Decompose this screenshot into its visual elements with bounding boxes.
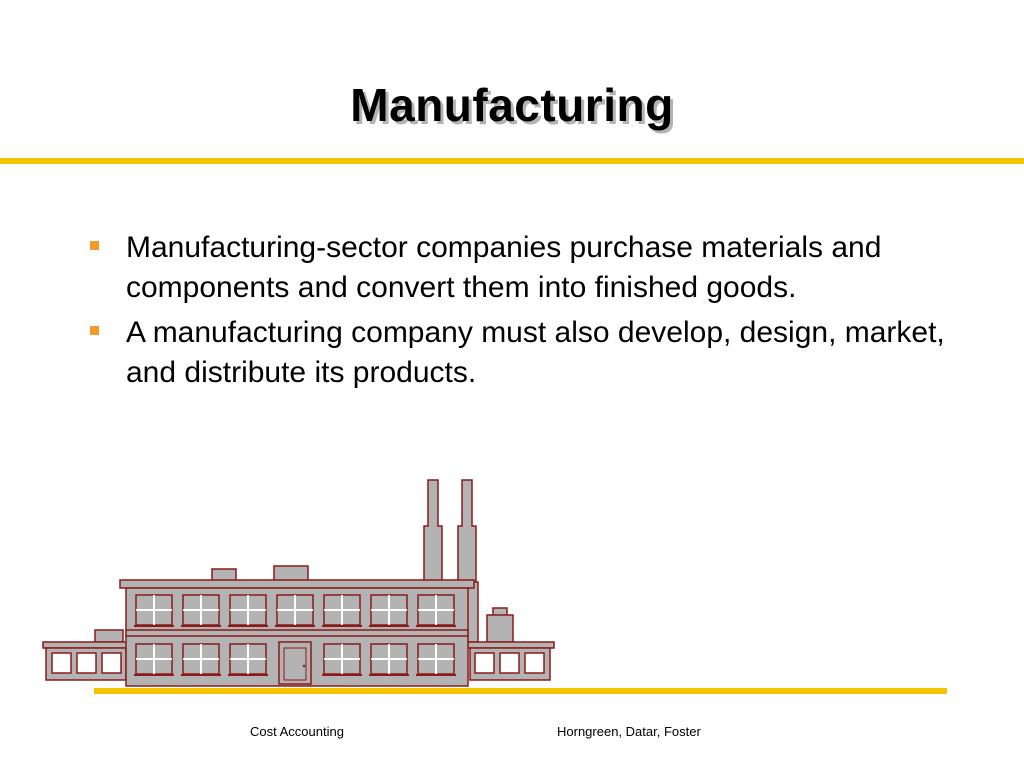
bullet-list: Manufacturing-sector companies purchase … [90, 228, 950, 398]
bullet-item: Manufacturing-sector companies purchase … [90, 228, 950, 308]
bullet-item: A manufacturing company must also develo… [90, 313, 950, 393]
footer-course: Cost Accounting [250, 724, 344, 739]
slide-title: Manufacturing [350, 79, 674, 131]
bullet-text: A manufacturing company must also develo… [126, 316, 945, 389]
bullet-text: Manufacturing-sector companies purchase … [126, 231, 882, 304]
square-bullet-icon [90, 326, 99, 335]
bottom-divider [94, 688, 947, 694]
square-bullet-icon [90, 241, 99, 250]
factory-icon [42, 479, 555, 687]
title-divider [0, 158, 1024, 164]
footer-authors: Horngreen, Datar, Foster [557, 724, 701, 739]
